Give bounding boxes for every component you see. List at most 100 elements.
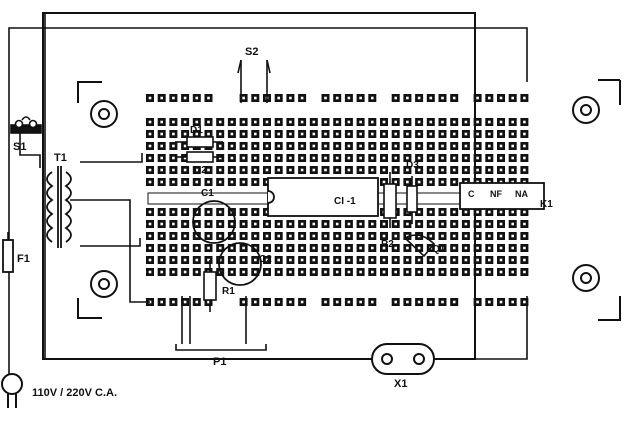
pad-hole [488, 168, 491, 172]
pad-hole [488, 144, 491, 148]
pad-hole [394, 120, 397, 124]
pad-hole [452, 168, 456, 172]
pad-hole [230, 180, 234, 184]
pad-hole [254, 156, 257, 160]
connector-x1 [371, 343, 435, 375]
pad-hole [429, 120, 433, 124]
pad-hole [289, 132, 292, 136]
pad-hole [406, 258, 409, 262]
pad-hole [464, 120, 468, 124]
fuse-f1 [2, 239, 14, 273]
pad-hole [254, 234, 257, 238]
pad-hole [499, 246, 503, 250]
wiring [7, 13, 528, 384]
pad-hole [148, 210, 152, 214]
pad-hole [499, 270, 503, 274]
pad-hole [324, 246, 327, 250]
pad-hole [195, 120, 199, 124]
switch-s1 [10, 116, 42, 134]
pad-hole [347, 168, 351, 172]
pad-hole [289, 156, 292, 160]
pad-hole [523, 246, 526, 250]
pad-hole [242, 168, 245, 172]
pad-hole [207, 234, 210, 238]
pad-hole [359, 168, 362, 172]
pad-hole [371, 168, 374, 172]
pad-hole [371, 222, 374, 226]
pad-hole [265, 168, 269, 172]
pad-hole [148, 222, 152, 226]
pad-hole [441, 180, 444, 184]
label-nf: NF [490, 189, 502, 199]
pad-hole [382, 222, 386, 226]
pad-hole [265, 132, 269, 136]
pad-hole [183, 222, 187, 226]
pad-hole [359, 300, 362, 304]
pad-hole [160, 222, 163, 226]
pad-hole [382, 246, 386, 250]
pad-hole [335, 246, 339, 250]
pad-hole [242, 258, 245, 262]
pad-hole [230, 246, 234, 250]
pad-hole [347, 270, 351, 274]
label-r1: R1 [222, 286, 235, 297]
pad-hole [347, 120, 351, 124]
pad-hole [265, 120, 269, 124]
pad-hole [523, 144, 526, 148]
pad-hole [476, 246, 479, 250]
pad-hole [207, 180, 210, 184]
pad-hole [254, 270, 257, 274]
pad-hole [218, 210, 222, 214]
pad-hole [277, 96, 280, 100]
pad-hole [523, 132, 526, 136]
pad-hole [207, 168, 210, 172]
pad-hole [511, 210, 514, 214]
pad-hole [207, 258, 210, 262]
pad-hole [195, 258, 199, 262]
transformer-t1 [46, 166, 72, 248]
pad-hole [499, 258, 503, 262]
pad-hole [254, 168, 257, 172]
pad-hole [335, 120, 339, 124]
pad-hole [452, 270, 456, 274]
pad-hole [277, 258, 280, 262]
pad-hole [429, 132, 433, 136]
pad-hole [160, 156, 163, 160]
pad-hole [476, 144, 479, 148]
pad-hole [441, 132, 444, 136]
pad-hole [406, 180, 409, 184]
pad-hole [347, 234, 351, 238]
pad-hole [488, 210, 491, 214]
pad-hole [300, 168, 304, 172]
pad-hole [148, 258, 152, 262]
resistor-r1 [203, 260, 217, 312]
pad-hole [324, 168, 327, 172]
pad-hole [160, 144, 163, 148]
pad-hole [441, 258, 444, 262]
pad-hole [476, 96, 479, 100]
pad-hole [406, 132, 409, 136]
pad-hole [289, 270, 292, 274]
transistor-q1 [403, 234, 436, 258]
pad-hole [523, 258, 526, 262]
pad-hole [324, 132, 327, 136]
pad-hole [195, 270, 199, 274]
pad-hole [464, 132, 468, 136]
pad-hole [183, 246, 187, 250]
pad-hole [441, 270, 444, 274]
pad-hole [371, 300, 374, 304]
pad-hole [160, 234, 163, 238]
pad-hole [441, 222, 444, 226]
pad-hole [488, 222, 491, 226]
pad-hole [511, 270, 514, 274]
pad-hole [195, 210, 199, 214]
pad-hole [499, 180, 503, 184]
pad-hole [183, 258, 187, 262]
pad-hole [499, 132, 503, 136]
pad-hole [488, 300, 491, 304]
pad-hole [452, 222, 456, 226]
pad-hole [254, 180, 257, 184]
pad-hole [218, 180, 222, 184]
pad-hole [382, 156, 386, 160]
diode-d1 [175, 136, 223, 148]
